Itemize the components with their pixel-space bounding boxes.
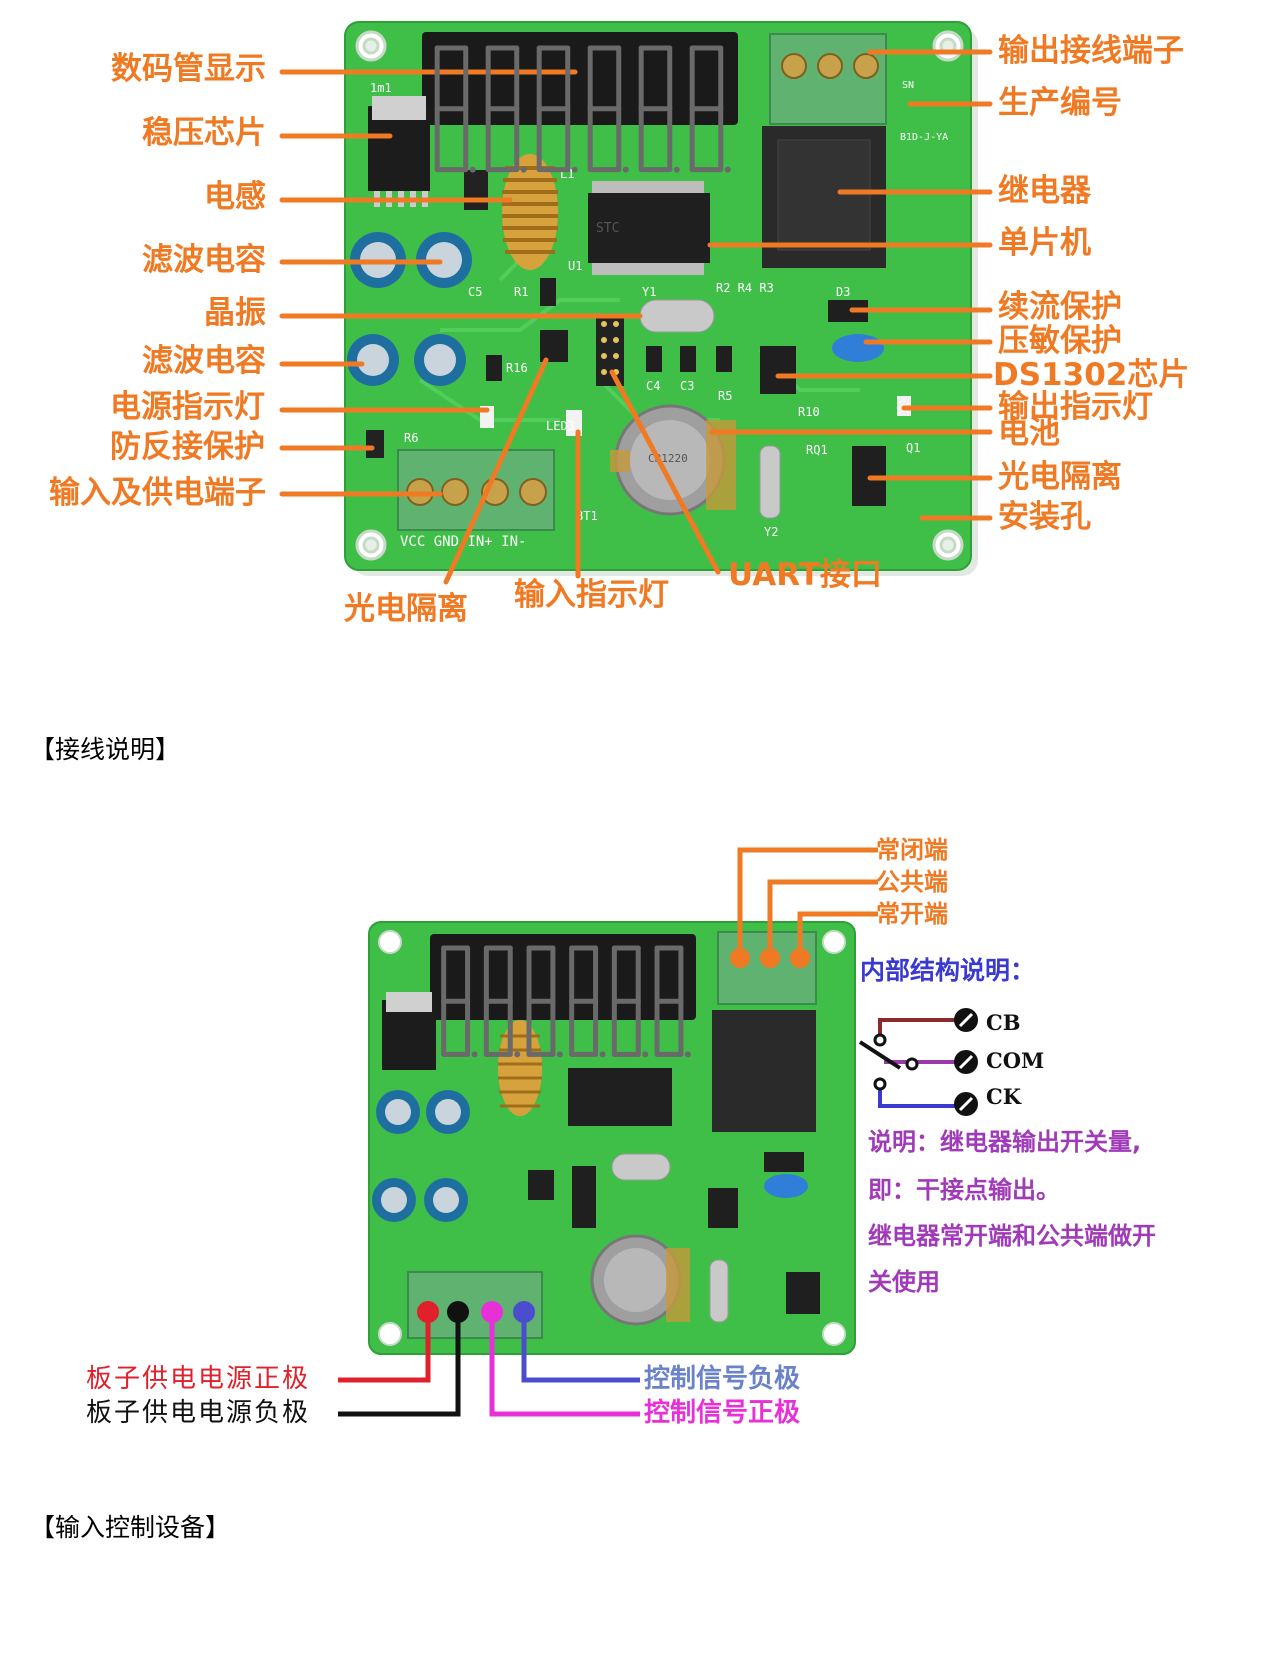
label-filter-cap-1: 滤波电容: [142, 242, 266, 278]
silk-y2: Y2: [764, 525, 778, 539]
note-line-1: 说明：继电器输出开关量,: [868, 1128, 1142, 1156]
label-ck: CK: [986, 1084, 1021, 1109]
note-line-4: 关使用: [868, 1268, 940, 1296]
mount-holes: [355, 30, 964, 561]
label-com-terminal: 公共端: [876, 868, 948, 896]
seven-seg-digit-group: [441, 945, 691, 1058]
label-optocoupler-bottom: 光电隔离: [344, 591, 468, 627]
silk-board-id: B1D-J-YA: [900, 132, 948, 143]
leader-lines: [279, 49, 993, 585]
silk-y1: Y1: [642, 285, 656, 299]
seven-seg-dot: [724, 166, 731, 173]
label-crystal: 晶振: [204, 295, 266, 331]
silk-q1: Q1: [906, 441, 920, 455]
label-nc: 常闭端: [876, 836, 948, 864]
silk-c4: C4: [646, 379, 660, 393]
uart-header: [596, 314, 624, 386]
filter-capacitors-2: [347, 334, 466, 386]
seven-seg-display: [422, 32, 738, 125]
seven-seg-dot: [469, 166, 476, 173]
silk-bt1: BT1: [576, 509, 598, 523]
seven-seg-dot: [571, 166, 578, 173]
mcu-mark: STC: [596, 221, 619, 236]
silk-r5: R5: [718, 389, 732, 403]
heading-wiring: 【接线说明】: [30, 735, 181, 764]
heading-input-devices: 【输入控制设备】: [30, 1513, 231, 1542]
label-battery: 电池: [998, 415, 1060, 451]
label-cb: CB: [986, 1010, 1021, 1035]
label-inductor: 电感: [204, 179, 266, 215]
silk-r10: R10: [798, 405, 820, 419]
wire-power-negative: [338, 1312, 461, 1417]
seven-seg-dot: [642, 1051, 649, 1058]
label-ds1302: DS1302芯片: [993, 357, 1190, 393]
label-no: 常开端: [876, 900, 948, 928]
label-reverse-protect: 防反接保护: [110, 429, 265, 465]
seven-seg-dot: [556, 1051, 563, 1058]
seven-seg-dot: [520, 166, 527, 173]
output-terminal-block: [769, 33, 887, 125]
regulator-chip: [368, 106, 430, 191]
crystal: [639, 299, 715, 333]
seven-seg-dot: [673, 166, 680, 173]
silk-sn: SN: [902, 80, 914, 91]
silk-led3: LED3: [546, 419, 575, 433]
label-input-led: 输入指示灯: [514, 577, 669, 613]
silk-c3: C3: [680, 379, 694, 393]
label-output-terminal: 输出接线端子: [998, 33, 1184, 69]
label-mcu: 单片机: [998, 225, 1091, 261]
seven-seg-dot: [471, 1051, 478, 1058]
label-com: COM: [986, 1048, 1045, 1073]
silk-u1: U1: [568, 259, 582, 273]
schematic-terminals: [954, 1008, 978, 1116]
seven-seg-dot: [514, 1051, 521, 1058]
label-power-negative: 板子供电电源负极: [86, 1398, 311, 1428]
label-signal-negative: 控制信号负极: [644, 1364, 801, 1394]
label-uart: UART接口: [728, 557, 882, 593]
wire-signal-positive: [489, 1312, 640, 1417]
seven-seg-digit-group: [434, 45, 731, 173]
pcb-board-bottom: [368, 921, 856, 1355]
silk-1m1: 1m1: [370, 81, 392, 95]
silk-r6: R6: [404, 431, 418, 445]
label-input-power-terminal: 输入及供电端子: [49, 475, 266, 511]
label-seg-display: 数码管显示: [111, 51, 266, 87]
silk-rq1: RQ1: [806, 443, 828, 457]
silk-c5: C5: [468, 285, 482, 299]
label-power-positive: 板子供电电源正极: [86, 1364, 311, 1394]
note-line-3: 继电器常开端和公共端做开: [868, 1222, 1156, 1250]
silk-r1: R1: [514, 285, 528, 299]
note-line-2: 即：干接点输出。: [868, 1176, 1060, 1204]
wire-power-positive: [338, 1312, 431, 1383]
seven-seg-dot: [599, 1051, 606, 1058]
seven-seg-dot: [684, 1051, 691, 1058]
label-relay: 继电器: [998, 173, 1091, 209]
seven-seg-dot: [622, 166, 629, 173]
label-power-led: 电源指示灯: [110, 389, 265, 425]
label-varistor: 压敏保护: [998, 323, 1122, 359]
board-diagram-top: 1m1 L1 U1 Y1 R2 R4 R3 D3 C5 R1 R16 C4 C3…: [279, 21, 993, 585]
label-optocoupler-right: 光电隔离: [998, 459, 1122, 495]
varistor: [832, 334, 884, 362]
label-mount-hole: 安装孔: [998, 499, 1091, 535]
internal-structure-title: 内部结构说明：: [860, 956, 1036, 985]
silk-r16: R16: [506, 361, 528, 375]
wire-signal-negative: [521, 1312, 640, 1383]
label-serial-number: 生产编号: [998, 85, 1122, 121]
label-signal-positive: 控制信号正极: [644, 1398, 801, 1428]
relay-schematic: [858, 1018, 958, 1108]
label-freewheel: 续流保护: [998, 289, 1122, 325]
silk-d3: D3: [836, 285, 850, 299]
label-filter-cap-2: 滤波电容: [142, 343, 266, 379]
label-regulator: 稳压芯片: [142, 115, 266, 151]
mcu-chip: [588, 193, 710, 263]
silk-r2r4r3: R2 R4 R3: [716, 281, 774, 295]
label-output-led: 输出指示灯: [998, 389, 1153, 425]
